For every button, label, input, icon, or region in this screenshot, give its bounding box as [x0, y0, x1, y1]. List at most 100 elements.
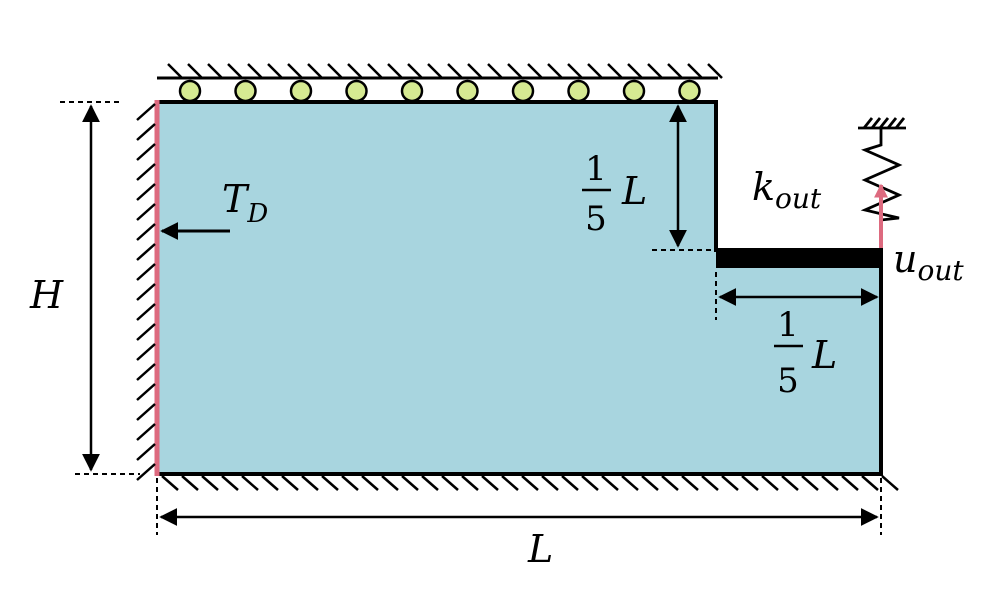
hatch-mark [547, 63, 563, 79]
roller-circle-icon [400, 79, 424, 103]
hatch-mark [461, 475, 479, 491]
traction-label: TD [222, 177, 268, 229]
hatch-mark [136, 283, 156, 301]
hatch-mark [227, 63, 243, 79]
hatch-mark [136, 383, 156, 401]
hatch-mark [281, 475, 299, 491]
step-width-numerator: 1 [777, 305, 799, 345]
hatch-mark [136, 203, 156, 221]
hatch-mark [261, 475, 279, 491]
traction-label-main: T [222, 177, 250, 221]
hatch-mark [421, 475, 439, 491]
hatch-mark [487, 63, 503, 79]
hatch-mark [181, 475, 199, 491]
length-label: L [527, 527, 553, 571]
hatch-mark [287, 63, 303, 79]
hatch-mark [136, 343, 156, 361]
spring-label-sub: out [775, 182, 822, 215]
hatch-mark [187, 63, 203, 79]
hatch-mark [721, 475, 739, 491]
hatch-mark [241, 475, 259, 491]
hatch-mark [367, 63, 383, 79]
spring-label: kout [752, 165, 822, 215]
zigzag-spring-icon [858, 117, 906, 222]
hatch-mark [667, 63, 683, 79]
hatch-mark [801, 475, 819, 491]
hatch-mark [501, 475, 519, 491]
hatch-mark [136, 443, 156, 461]
step-width-dimension [715, 272, 879, 320]
hatch-mark [701, 475, 719, 491]
hatch-mark [407, 63, 423, 79]
hatch-mark [521, 475, 539, 491]
hatch-mark [647, 63, 663, 79]
hatch-mark [136, 163, 156, 181]
traction-label-sub: D [246, 199, 268, 229]
roller-circle-icon [345, 79, 368, 103]
hatch-mark [427, 63, 443, 79]
output-label-sub: out [917, 254, 964, 287]
hatch-mark [621, 475, 639, 491]
step-height-label: 1 5 L [582, 149, 647, 239]
hatch-mark [347, 63, 363, 79]
hatch-mark [821, 475, 839, 491]
hatch-mark [841, 475, 859, 491]
hatch-mark [301, 475, 319, 491]
hatch-mark [661, 475, 679, 491]
hatch-mark [341, 475, 359, 491]
hatch-mark [881, 475, 899, 491]
hatch-mark [207, 63, 223, 79]
hatch-mark [136, 463, 156, 481]
hatch-mark [136, 263, 156, 281]
roller-circle-icon [234, 79, 257, 103]
step-width-denominator: 5 [777, 361, 799, 401]
roller-circle-icon [456, 79, 479, 103]
output-label-main: u [893, 237, 917, 281]
hatch-mark [481, 475, 499, 491]
hatch-mark [707, 63, 723, 79]
hatch-mark [136, 303, 156, 321]
hatch-mark [741, 475, 759, 491]
roller-circle-icon [678, 79, 701, 103]
hatch-mark [247, 63, 263, 79]
hatch-mark [136, 143, 156, 161]
design-domain-region [155, 100, 883, 476]
hatch-mark [761, 475, 779, 491]
step-height-variable: L [621, 169, 647, 213]
hatch-mark [507, 63, 523, 79]
hatch-mark [861, 475, 879, 491]
output-port-bar [716, 248, 882, 268]
hatch-mark [601, 475, 619, 491]
height-dimension [60, 101, 140, 475]
hatch-mark [307, 63, 323, 79]
hatch-mark [441, 475, 459, 491]
roller-support [157, 63, 723, 103]
hatch-mark [527, 63, 543, 79]
hatch-mark [327, 63, 343, 79]
roller-circle-icon [289, 79, 313, 103]
hatch-mark [136, 223, 156, 241]
hatch-mark [136, 323, 156, 341]
hatch-mark [136, 423, 156, 441]
roller-circle-icon [178, 79, 701, 103]
hatch-mark [136, 103, 156, 121]
length-dimension [156, 478, 882, 535]
hatch-mark [587, 63, 603, 79]
hatch-mark [136, 403, 156, 421]
hatch-mark [361, 475, 379, 491]
hatch-mark [681, 475, 699, 491]
hatch-mark [561, 475, 579, 491]
step-height-dimension [652, 104, 712, 251]
hatch-mark [467, 63, 483, 79]
hatch-mark [447, 63, 463, 79]
roller-circle-icon [622, 79, 646, 103]
hatch-mark [381, 475, 399, 491]
step-height-numerator: 1 [585, 149, 607, 189]
step-height-denominator: 5 [585, 199, 607, 239]
height-label: H [29, 273, 64, 317]
roller-circle-icon [567, 79, 590, 103]
step-width-variable: L [811, 333, 837, 377]
hatched-ground-icon [136, 103, 156, 481]
hatch-mark [401, 475, 419, 491]
